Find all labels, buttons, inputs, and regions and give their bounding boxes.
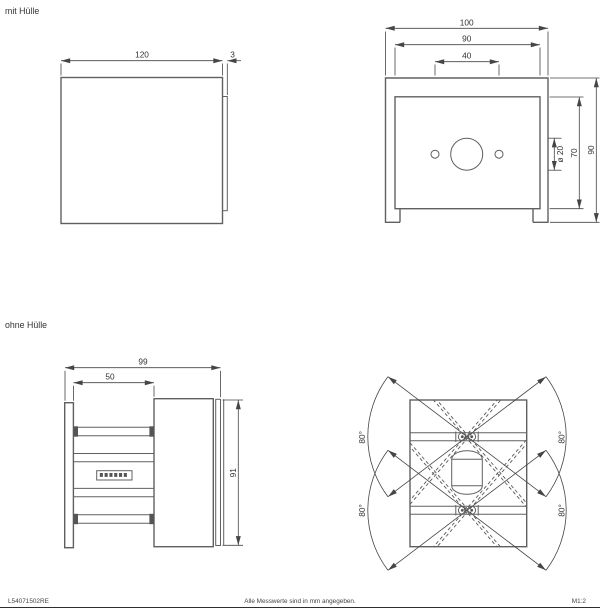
cover-plate bbox=[222, 96, 228, 212]
front-panel bbox=[394, 96, 541, 210]
screw-hole-right bbox=[494, 149, 504, 159]
terminal-block bbox=[96, 470, 133, 481]
mounting-bracket-outline bbox=[384, 77, 549, 223]
bottom-border-line bbox=[0, 606, 600, 609]
dim-outer-width-100: 100 bbox=[385, 17, 549, 76]
dim-label-120: 120 bbox=[135, 50, 149, 60]
label-without-cover: ohne Hülle bbox=[5, 320, 48, 330]
scale-label: M1:2 bbox=[571, 598, 586, 605]
dim-label-50: 50 bbox=[105, 372, 115, 382]
dim-label-100: 100 bbox=[460, 17, 474, 27]
detection-rays bbox=[387, 376, 547, 571]
dim-label-90: 90 bbox=[462, 34, 472, 44]
footer-note: Alle Messwerte sind in mm angegeben. bbox=[244, 598, 356, 605]
rear-plate bbox=[215, 398, 221, 546]
detection-dashed-beams bbox=[410, 400, 527, 547]
angle-label-top-right: 80° bbox=[557, 431, 567, 444]
label-with-cover: mit Hülle bbox=[5, 6, 40, 16]
dim-depth-50: 50 bbox=[73, 372, 155, 401]
dim-cover-3: 3 bbox=[226, 50, 241, 95]
angle-label-bottom-right: 80° bbox=[557, 504, 567, 517]
dim-label-99: 99 bbox=[138, 357, 148, 367]
rear-body bbox=[153, 398, 214, 548]
angle-arcs bbox=[367, 376, 567, 571]
front-view: 100 90 40 ø 20 bbox=[384, 17, 600, 223]
dim-label-91: 91 bbox=[228, 468, 238, 478]
dim-depth-99: 99 bbox=[64, 357, 221, 401]
dim-inner-width-90: 90 bbox=[394, 34, 541, 76]
angle-label-top-left: 80° bbox=[357, 431, 367, 444]
dim-label-90v: 90 bbox=[586, 145, 596, 155]
dim-label-70: 70 bbox=[569, 148, 579, 158]
side-view-with-cover: 120 3 bbox=[60, 50, 241, 225]
front-plate bbox=[63, 402, 75, 549]
housing-body bbox=[60, 76, 224, 225]
dim-width-120: 120 bbox=[60, 50, 223, 76]
lens-window bbox=[451, 450, 483, 495]
dim-diameter-20: ø 20 bbox=[548, 137, 565, 171]
side-view-without-cover: 99 50 91 bbox=[63, 357, 243, 549]
dim-label-3: 3 bbox=[230, 50, 235, 60]
sensor-face bbox=[409, 399, 528, 548]
detection-angle-view: 80° 80° 80° 80° bbox=[357, 376, 567, 571]
dim-hole-spacing-40: 40 bbox=[434, 51, 500, 76]
dim-height-91: 91 bbox=[222, 399, 243, 546]
screw-hole-left bbox=[430, 149, 440, 159]
dim-panel-height-70: 70 bbox=[549, 96, 584, 210]
knob-hole bbox=[450, 137, 484, 171]
spacer-rail-bottom bbox=[73, 513, 154, 525]
dim-label-40: 40 bbox=[462, 51, 472, 61]
pivot-sensors bbox=[455, 431, 479, 516]
dim-outer-height-90: 90 bbox=[550, 77, 600, 223]
angle-label-bottom-left: 80° bbox=[357, 504, 367, 517]
dim-label-d20: ø 20 bbox=[555, 146, 565, 163]
spacer-rail-top bbox=[73, 426, 154, 437]
doc-number: L54071502RE bbox=[8, 598, 49, 605]
